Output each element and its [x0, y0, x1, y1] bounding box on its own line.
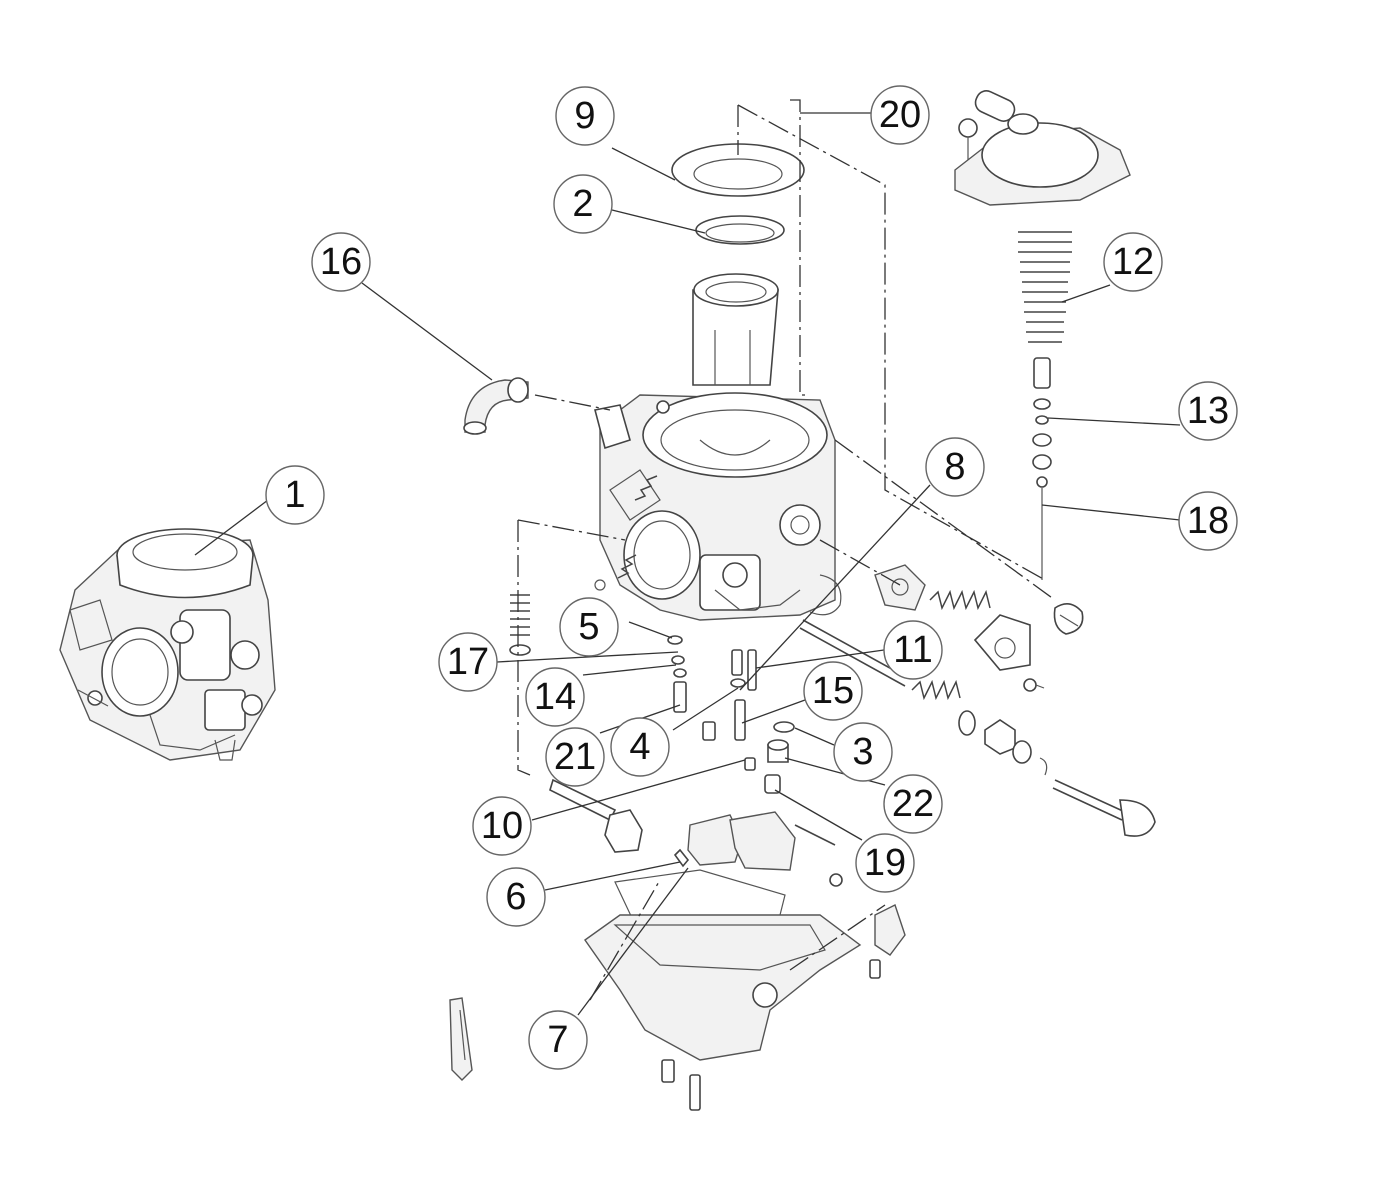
callout-label: 2: [572, 183, 593, 225]
callout-14: 14: [525, 667, 585, 727]
callout-7: 7: [528, 1010, 588, 1070]
callout-8: 8: [925, 437, 985, 497]
callout-19: 19: [855, 833, 915, 893]
callout-4: 4: [610, 717, 670, 777]
callout-17: 17: [438, 632, 498, 692]
callout-label: 17: [447, 641, 489, 683]
callout-20: 20: [870, 85, 930, 145]
callout-13: 13: [1178, 381, 1238, 441]
callout-22: 22: [883, 774, 943, 834]
callout-label: 11: [893, 629, 932, 671]
callout-5: 5: [559, 597, 619, 657]
callout-11: 11: [883, 620, 943, 680]
callout-2: 2: [553, 174, 613, 234]
top-right-parts: [954, 90, 1131, 580]
callout-label: 5: [578, 606, 599, 648]
callout-12: 12: [1103, 232, 1163, 292]
callout-label: 16: [320, 241, 362, 283]
callout-15: 15: [803, 661, 863, 721]
callout-label: 3: [852, 731, 873, 773]
carburetor-body: [594, 392, 842, 621]
callout-label: 9: [574, 95, 595, 137]
callout-9: 9: [555, 86, 615, 146]
callout-label: 21: [554, 736, 596, 778]
right-side-parts: [799, 564, 1156, 837]
callout-1: 1: [265, 465, 325, 525]
top-parts: [671, 143, 805, 386]
callout-3: 3: [833, 722, 893, 782]
callout-21: 21: [545, 727, 605, 787]
callout-label: 6: [505, 876, 526, 918]
callout-6: 6: [486, 867, 546, 927]
callout-label: 20: [879, 94, 921, 136]
callout-10: 10: [472, 796, 532, 856]
callout-label: 4: [629, 726, 650, 768]
callout-label: 10: [481, 805, 523, 847]
elbow-fitting: [463, 377, 529, 435]
callout-label: 13: [1187, 390, 1229, 432]
callout-18: 18: [1178, 491, 1238, 551]
reference-lines: [517, 99, 1056, 1001]
callout-label: 8: [944, 446, 965, 488]
callout-label: 14: [534, 676, 576, 718]
callout-16: 16: [311, 232, 371, 292]
callout-label: 1: [284, 474, 305, 516]
callout-label: 7: [547, 1019, 568, 1061]
callout-label: 15: [812, 670, 854, 712]
float-bowl-parts: [449, 811, 906, 1111]
callout-label: 12: [1112, 241, 1154, 283]
assembled-carburetor: [59, 528, 276, 761]
callout-label: 18: [1187, 500, 1229, 542]
callout-label: 22: [892, 783, 934, 825]
callout-label: 19: [864, 842, 906, 884]
